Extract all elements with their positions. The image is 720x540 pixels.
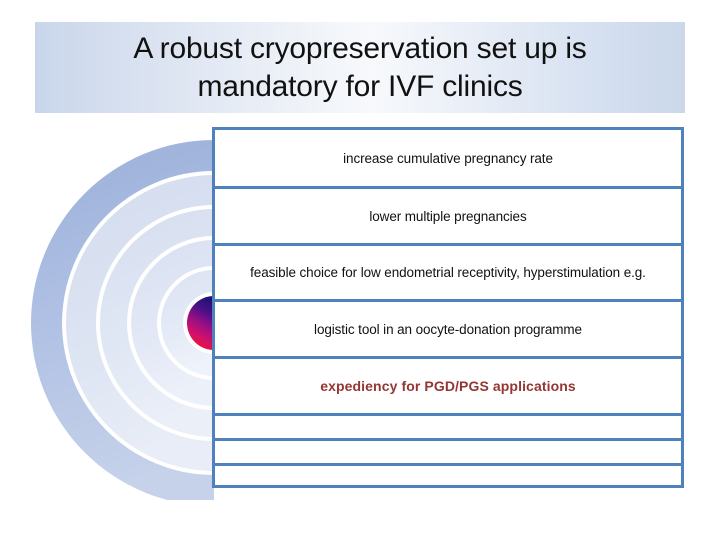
statement-row[interactable]: lower multiple pregnancies bbox=[212, 186, 684, 243]
statement-row-empty[interactable] bbox=[212, 463, 684, 488]
center-gradient-marker bbox=[183, 292, 214, 354]
statement-row-highlighted[interactable]: expediency for PGD/PGS applications bbox=[212, 356, 684, 413]
slide-title: A robust cryopreservation set up is mand… bbox=[35, 24, 685, 112]
statement-row[interactable]: feasible choice for low endometrial rece… bbox=[212, 243, 684, 299]
statement-row[interactable]: logistic tool in an oocyte-donation prog… bbox=[212, 299, 684, 356]
statement-row-text: logistic tool in an oocyte-donation prog… bbox=[314, 321, 582, 337]
statement-row-text: feasible choice for low endometrial rece… bbox=[250, 265, 646, 280]
title-background-band bbox=[35, 22, 685, 113]
statement-row-text: lower multiple pregnancies bbox=[369, 208, 527, 224]
slide-title-line-2: mandatory for IVF clinics bbox=[197, 70, 523, 103]
radial-arcs-graphic bbox=[0, 120, 214, 500]
statement-row-empty[interactable] bbox=[212, 413, 684, 438]
statement-box-stack: increase cumulative pregnancy rate lower… bbox=[212, 127, 684, 488]
statement-row-text: expediency for PGD/PGS applications bbox=[320, 377, 576, 394]
statement-row[interactable]: increase cumulative pregnancy rate bbox=[212, 127, 684, 186]
slide-title-line-1: A robust cryopreservation set up is bbox=[133, 32, 587, 65]
statement-row-empty[interactable] bbox=[212, 438, 684, 463]
statement-row-text: increase cumulative pregnancy rate bbox=[343, 150, 553, 166]
